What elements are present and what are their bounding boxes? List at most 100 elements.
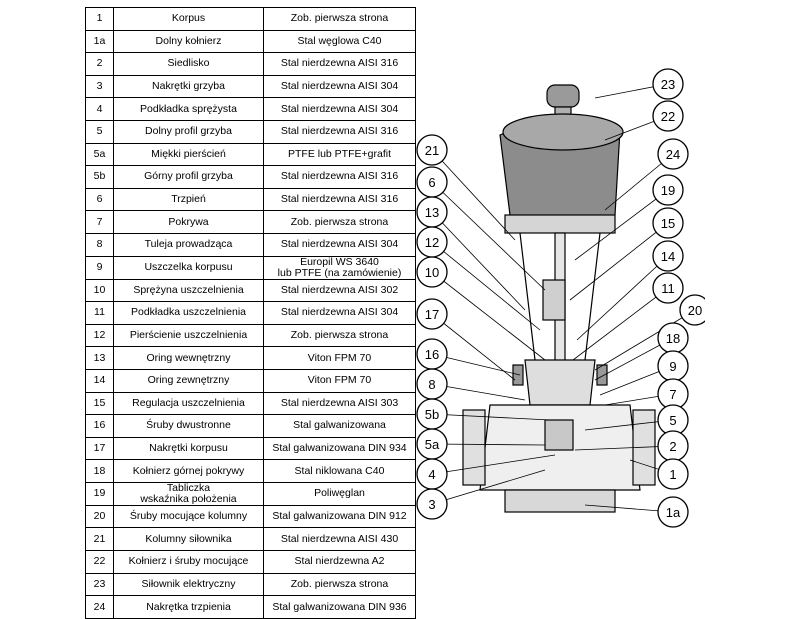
callout-label: 1	[669, 467, 676, 482]
part-name: Nakrętki korpusu	[113, 436, 264, 461]
callout-leader	[431, 241, 541, 331]
callout-leader	[431, 211, 526, 311]
callout-bubble	[652, 68, 684, 100]
part-number: 20	[85, 504, 114, 529]
callout-leader	[431, 469, 546, 505]
part-number: 24	[85, 595, 114, 619]
callout-leader	[594, 309, 696, 371]
part-name: Tuleja prowadząca	[113, 232, 264, 257]
part-material: Zob. pierwsza strona	[263, 323, 416, 348]
callout-label: 21	[425, 143, 439, 158]
part-name: Śruby mocujące kolumny	[113, 504, 264, 529]
callout-bubble	[652, 174, 684, 206]
part-name: Siłownik elektryczny	[113, 572, 264, 597]
part-material: Stal galwanizowana	[263, 414, 416, 438]
part-material: Zob. pierwsza strona	[263, 210, 416, 234]
part-name: Pierścienie uszczelnienia	[113, 323, 264, 348]
callout-leader	[431, 443, 546, 446]
callout-leader	[431, 271, 546, 361]
callout-label: 23	[661, 77, 675, 92]
callout-label: 22	[661, 109, 675, 124]
part-name: Podkładka sprężysta	[113, 97, 264, 121]
part-number: 15	[85, 391, 114, 416]
callout-label: 3	[428, 497, 435, 512]
part-material: Stal nierdzewna AISI 316	[263, 119, 416, 144]
callout-label: 10	[425, 265, 439, 280]
part-number: 2	[85, 52, 114, 76]
part-number: 1	[85, 7, 114, 31]
part-name: Górny profil grzyba	[113, 165, 264, 189]
callout-label: 8	[428, 377, 435, 392]
part-name: Podkładka uszczelnienia	[113, 301, 264, 325]
part-material: Stal niklowana C40	[263, 459, 416, 483]
part-number: 5a	[85, 142, 114, 167]
part-number: 14	[85, 368, 114, 393]
part-name: Śruby dwustronne	[113, 414, 264, 438]
part-name: Nakrętka trzpienia	[113, 595, 264, 619]
flange-left	[462, 409, 486, 486]
callout-label: 13	[425, 205, 439, 220]
part-number: 22	[85, 550, 114, 574]
callout-label: 14	[661, 249, 675, 264]
part-material: PTFE lub PTFE+grafit	[263, 142, 416, 167]
part-material: Stal nierdzewna AISI 316	[263, 52, 416, 76]
part-material: Stal nierdzewna AISI 304	[263, 97, 416, 121]
part-name: Dolny profil grzyba	[113, 119, 264, 144]
part-material: Stal nierdzewna AISI 304	[263, 74, 416, 99]
part-number: 7	[85, 210, 114, 234]
part-name: Trzpień	[113, 187, 264, 212]
callout-bubble	[416, 134, 448, 166]
mounting-flange	[504, 214, 616, 234]
part-number: 18	[85, 459, 114, 483]
callout-leader	[569, 222, 669, 301]
part-name: Pokrywa	[113, 210, 264, 234]
part-name: Sprężyna uszczelnienia	[113, 278, 264, 303]
callout-label: 1a	[666, 505, 681, 520]
part-number: 4	[85, 97, 114, 121]
part-number: 9	[85, 255, 114, 280]
callout-bubble	[416, 488, 448, 520]
callout-label: 5b	[425, 407, 439, 422]
part-material: Stal galwanizowana DIN 936	[263, 595, 416, 619]
callout-label: 18	[666, 331, 680, 346]
part-material: Stal galwanizowana DIN 934	[263, 436, 416, 461]
part-material: Stal galwanizowana DIN 912	[263, 504, 416, 529]
part-material: Poliwęglan	[263, 481, 416, 506]
bottom-flange	[504, 489, 616, 513]
callout-label: 24	[666, 147, 680, 162]
part-name: Siedlisko	[113, 52, 264, 76]
callout-leader	[431, 454, 556, 475]
part-number: 5	[85, 119, 114, 144]
callout-leader	[574, 189, 669, 261]
callout-leader	[431, 181, 546, 291]
part-name: Dolny kołnierz	[113, 29, 264, 54]
part-number: 17	[85, 436, 114, 461]
part-material: Stal nierdzewna AISI 316	[263, 187, 416, 212]
part-name: Kołnierz górnej pokrywy	[113, 459, 264, 483]
part-number: 19	[85, 481, 114, 506]
callout-leader	[431, 383, 526, 401]
part-number: 16	[85, 414, 114, 438]
part-number: 1a	[85, 29, 114, 54]
callout-leader	[576, 255, 669, 341]
callout-label: 17	[425, 307, 439, 322]
callout-label: 4	[428, 467, 435, 482]
part-name: Korpus	[113, 7, 264, 31]
